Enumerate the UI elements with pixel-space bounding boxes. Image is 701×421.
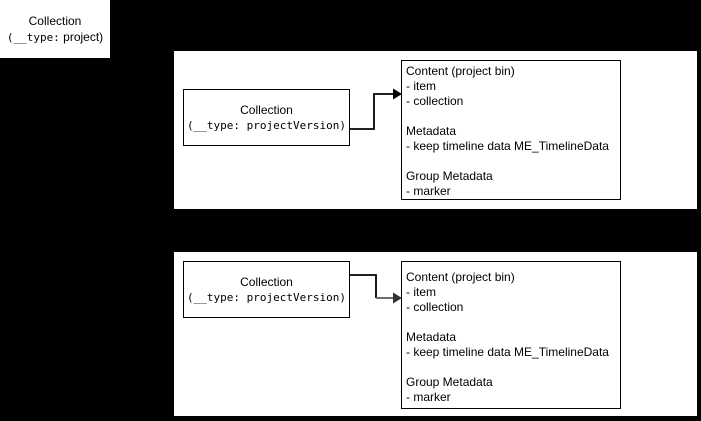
content-line: - marker xyxy=(406,184,451,198)
box-type-label: (__type: project) xyxy=(7,29,103,46)
content-line: Content (project bin) xyxy=(406,270,515,284)
type-prefix: (__type: xyxy=(187,290,240,304)
box-title: Collection xyxy=(28,13,82,28)
group-panel-2[interactable]: Collection (__type: projectVersion) Cont… xyxy=(172,250,699,418)
content-line: - keep timeline data ME_TimelineData xyxy=(406,139,609,153)
box-type-label: (__type: projectVersion) xyxy=(187,118,346,134)
content-line: - item xyxy=(406,285,436,299)
content-line: Metadata xyxy=(406,124,457,138)
type-prefix: (__type: xyxy=(6,30,60,44)
content-line: - collection xyxy=(406,94,464,108)
content-line: Metadata xyxy=(406,330,457,344)
box-title: Collection xyxy=(240,102,293,117)
type-value: projectVersion) xyxy=(240,290,346,304)
content-line: - collection xyxy=(406,300,464,314)
content-line xyxy=(406,360,618,375)
type-value: project) xyxy=(59,29,104,44)
content-line: - keep timeline data ME_TimelineData xyxy=(406,345,609,359)
content-line xyxy=(406,154,618,169)
content-box-2[interactable]: Content (project bin) - item - collectio… xyxy=(401,261,621,409)
content-line xyxy=(406,315,618,330)
content-line: - item xyxy=(406,79,436,93)
collection-version-box-2[interactable]: Collection (__type: projectVersion) xyxy=(183,261,350,318)
content-line: - marker xyxy=(406,390,451,404)
content-line: Content (project bin) xyxy=(406,64,515,78)
content-line: Group Metadata xyxy=(406,375,493,389)
content-line: Group Metadata xyxy=(406,169,493,183)
box-title: Collection xyxy=(240,274,293,289)
content-line xyxy=(406,109,618,124)
type-value: projectVersion) xyxy=(240,118,346,132)
box-type-label: (__type: projectVersion) xyxy=(187,290,346,306)
type-prefix: (__type: xyxy=(187,118,240,132)
content-box-1[interactable]: Content (project bin) - item - collectio… xyxy=(401,60,621,200)
collection-version-box-1[interactable]: Collection (__type: projectVersion) xyxy=(183,89,350,146)
collection-project-box[interactable]: Collection (__type: project) xyxy=(0,0,110,58)
group-panel-1[interactable]: Collection (__type: projectVersion) Cont… xyxy=(172,49,699,211)
